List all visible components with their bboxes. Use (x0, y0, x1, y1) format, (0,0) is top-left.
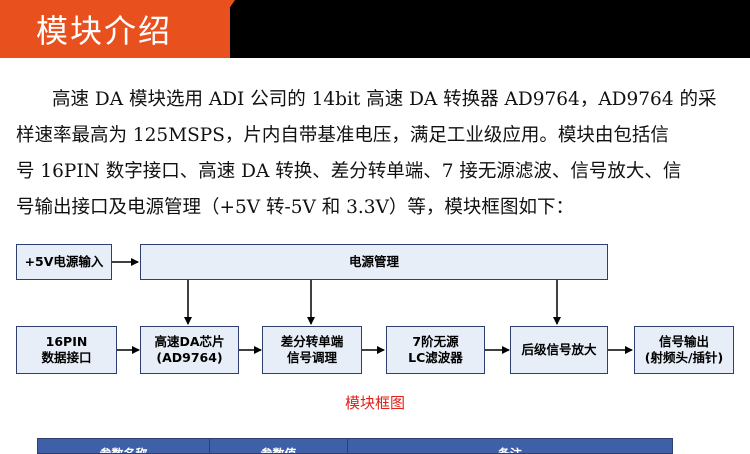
params-table-header: 参数名称 参数值 备注 (37, 438, 673, 454)
block-label: 信号输出 (658, 334, 709, 349)
diagram-arrows (112, 258, 633, 354)
amplifier-block: 后级信号放大 (510, 326, 608, 374)
table-header-cell: 参数名称 (38, 439, 210, 453)
diff-to-single-block: 差分转单端信号调理 (262, 326, 362, 374)
table-header-cell: 备注 (497, 447, 522, 454)
block-label: 后级信号放大 (521, 342, 597, 357)
intro-line: 号 16PIN 数字接口、高速 DA 转换、差分转单端、7 接无源滤波、信号放大… (16, 161, 682, 182)
block-label: +5V电源输入 (24, 254, 104, 269)
block-label: (AD9764) (156, 350, 223, 365)
power-input-block: +5V电源输入 (16, 244, 112, 280)
signal-output-block: 信号输出(射频头/插针) (634, 326, 734, 374)
header-accent-slant (195, 0, 235, 58)
block-label: 数据接口 (41, 350, 92, 365)
intro-paragraph: 高速 DA 模块选用 ADI 公司的 14bit 高速 DA 转换器 AD976… (16, 82, 738, 226)
header-accent-band (0, 0, 230, 58)
diagram-caption: 模块框图 (344, 394, 405, 412)
intro-line: 样速率最高为 125MSPS，片内自带基准电压，满足工业级应用。模块由包括信 (16, 125, 669, 146)
block-label: 高速DA芯片 (154, 334, 225, 349)
block-label: LC滤波器 (408, 350, 463, 365)
power-management-block: 电源管理 (140, 244, 608, 280)
intro-line: 高速 DA 模块选用 ADI 公司的 14bit 高速 DA 转换器 AD976… (52, 89, 717, 110)
block-label: 信号调理 (286, 350, 337, 365)
block-label: 16PIN (45, 334, 88, 349)
da-chip-block: 高速DA芯片(AD9764) (140, 326, 239, 374)
table-header-cell: 参数值 (210, 439, 348, 453)
intro-line: 号输出接口及电源管理（+5V 转-5V 和 3.3V）等，模块框图如下： (16, 197, 574, 218)
block-label: 差分转单端 (280, 334, 344, 349)
block-label: 电源管理 (348, 254, 399, 269)
block-label: 7阶无源 (412, 334, 459, 349)
section-title: 模块介绍 (36, 12, 173, 50)
section-header: 模块介绍 (0, 0, 750, 58)
block-label: (射频头/插针) (644, 350, 724, 365)
